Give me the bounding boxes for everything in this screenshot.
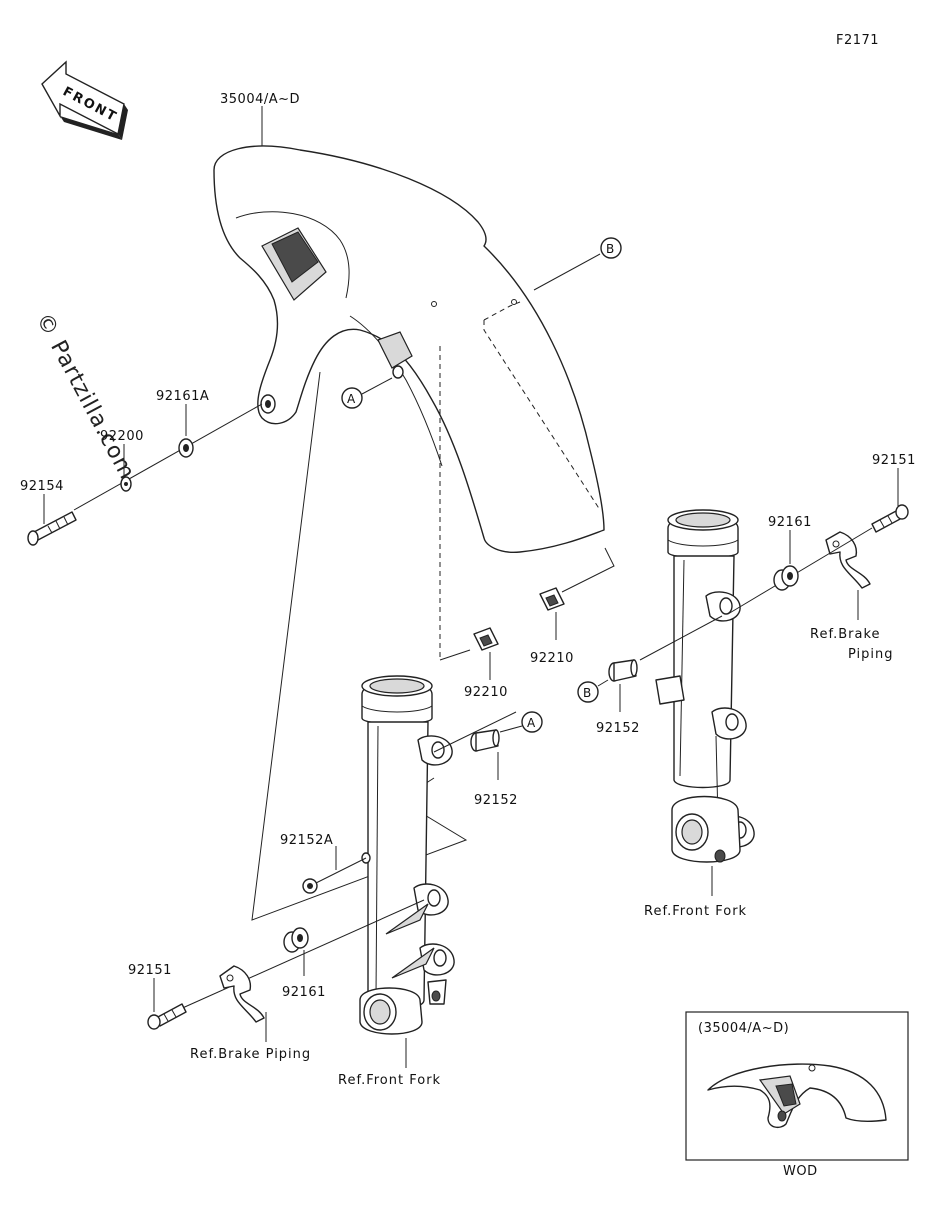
clip-92210-upper [539,587,565,611]
bolt-92154 [27,511,77,546]
brake-clamp-left [219,965,265,1023]
collar-92152a [302,878,318,894]
label-ref-front-fork-left: Ref.Front Fork [338,1073,441,1088]
label-ref-brake-piping-left: Ref.Brake Piping [190,1047,311,1062]
figure-code: F2171 [836,33,879,48]
collar-92152-b [608,659,638,682]
label-92152a: 92152A [280,833,333,848]
label-92151-right: 92151 [872,453,916,468]
label-92154: 92154 [20,479,64,494]
inset-caption: WOD [783,1164,818,1179]
collar-92161-left [283,927,309,953]
bolt-92151-left [147,1003,187,1030]
label-fender: 35004/A~D [220,92,300,107]
label-92210-upper: 92210 [530,651,574,666]
clip-92210-lower [473,627,499,651]
callout-a-lower: A [527,716,536,730]
label-92152-b: 92152 [596,721,640,736]
right-front-fork [655,509,755,863]
callout-b-upper: B [606,242,614,256]
label-92152-a: 92152 [474,793,518,808]
label-92161-left: 92161 [282,985,326,1000]
label-ref-brake-piping-right-2: Piping [848,647,894,662]
collar-92161a [178,438,194,458]
brake-clamp-right [825,531,871,589]
label-92161a: 92161A [156,389,209,404]
callout-a-upper: A [347,392,356,406]
watermark: © Partzilla.com [31,309,140,484]
label-92161-right: 92161 [768,515,812,530]
bolt-92151-right [871,504,909,533]
label-92210-lower: 92210 [464,685,508,700]
left-front-fork [359,675,455,1035]
collar-92161-right [773,565,799,591]
inset-title: (35004/A~D) [698,1021,789,1036]
label-92151-left: 92151 [128,963,172,978]
label-ref-front-fork-right: Ref.Front Fork [644,904,747,919]
front-arrow-icon: FRONT [41,60,128,140]
label-ref-brake-piping-right-1: Ref.Brake [810,627,881,642]
label-92200: 92200 [100,429,144,444]
washer-92200 [120,476,132,492]
front-fender [213,145,605,554]
inset-panel: (35004/A~D) WOD [685,1011,909,1179]
callout-b-lower: B [583,686,591,700]
collar-92152-a [470,729,500,752]
